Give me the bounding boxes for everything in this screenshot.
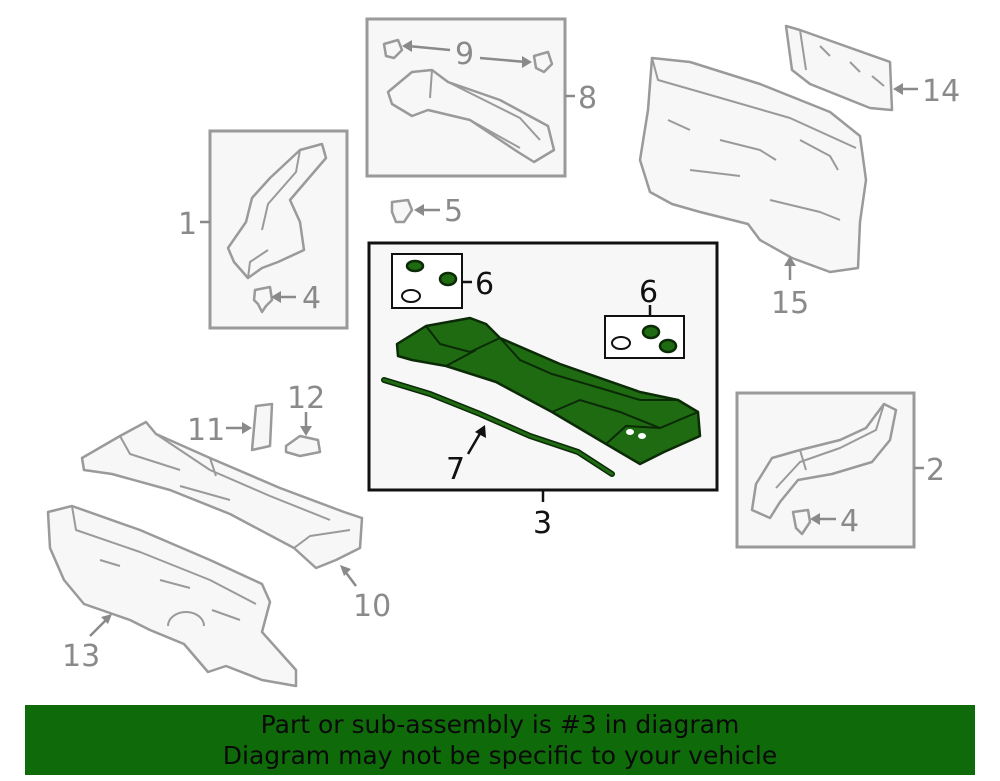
- part-3-group[interactable]: 6 6 7 3: [367, 241, 719, 541]
- callout-10: 10: [353, 589, 391, 624]
- callout-6-left: 6: [475, 267, 494, 302]
- part-15-detail: [651, 57, 857, 221]
- leader-15-arrow: [784, 256, 796, 266]
- callout-15: 15: [771, 286, 809, 321]
- leader-10-arrow: [340, 565, 351, 576]
- part-12-shape: [284, 434, 322, 458]
- part-6-grommet-4: [658, 338, 678, 354]
- callout-4-right: 4: [840, 504, 859, 539]
- callout-1: 1: [178, 207, 197, 242]
- leader-11-arrow: [242, 422, 252, 434]
- callout-3: 3: [533, 506, 552, 541]
- part-11-shape: [250, 402, 274, 452]
- leader-9b: [479, 56, 527, 64]
- part-8-detail: [429, 69, 541, 149]
- callout-9: 9: [455, 37, 474, 72]
- callout-12: 12: [287, 381, 325, 416]
- part-2-detail: [775, 403, 885, 489]
- part-5-clip: [390, 198, 414, 224]
- leader-13-arrow: [101, 614, 112, 624]
- callout-13: 13: [62, 639, 100, 674]
- part-10-shape: [80, 420, 364, 570]
- part-1-shape: [226, 142, 328, 280]
- notice-banner: Part or sub-assembly is #3 in diagram Di…: [25, 705, 975, 775]
- part-6-grommet-2: [438, 271, 458, 287]
- part-2-group[interactable]: 4 2: [735, 391, 945, 549]
- part-1-group[interactable]: 4 1: [178, 129, 349, 330]
- part-9-clip-left: [382, 38, 404, 60]
- part-5-group[interactable]: 5: [390, 194, 463, 229]
- leader-5-arrow: [414, 204, 424, 216]
- part-14-shape: [784, 24, 894, 112]
- leader-14-arrow: [893, 83, 903, 95]
- part-6-grommet-1: [405, 259, 425, 273]
- callout-14: 14: [922, 74, 960, 109]
- part-13-group[interactable]: 13: [46, 504, 298, 688]
- part-6-ring-2: [611, 336, 631, 350]
- diagram-canvas: 4 1 9 8 5 14 15: [46, 17, 960, 688]
- part-3-panel-detail: [425, 325, 699, 445]
- leader-4b-arrow: [810, 513, 820, 525]
- part-1-detail: [247, 149, 301, 279]
- part-14-detail: [799, 29, 885, 87]
- part-11-12-group[interactable]: 11 12: [187, 381, 325, 458]
- part-10-group[interactable]: 10: [80, 420, 391, 624]
- leader-9b-arrow: [522, 56, 532, 68]
- part-8-group[interactable]: 9 8: [365, 17, 597, 178]
- part-4-clip-right: [791, 508, 812, 536]
- part-3-hole-2: [638, 433, 646, 439]
- part-9-clip-right: [532, 50, 554, 74]
- leader-4a-arrow: [271, 291, 281, 303]
- leader-7-arrow: [475, 425, 486, 438]
- part-3-hole-1: [626, 429, 634, 435]
- part-15-group[interactable]: 15: [638, 56, 868, 321]
- callout-4-left: 4: [302, 281, 321, 316]
- leader-12-arrow: [300, 426, 312, 436]
- banner-line-1: Part or sub-assembly is #3 in diagram: [260, 710, 740, 739]
- leader-9a: [407, 44, 451, 52]
- callout-5: 5: [444, 194, 463, 229]
- part-6-ring-1: [401, 289, 421, 303]
- part-13-shape: [46, 504, 298, 688]
- callout-8: 8: [578, 81, 597, 116]
- part-14-group[interactable]: 14: [784, 24, 960, 112]
- part-15-shape: [638, 56, 868, 274]
- part-6-grommet-3: [641, 324, 661, 340]
- part-13-detail: [71, 505, 257, 627]
- callout-6-right: 6: [639, 275, 658, 310]
- part-4-clip-left: [252, 285, 274, 314]
- callout-2: 2: [926, 453, 945, 488]
- banner-line-2: Diagram may not be specific to your vehi…: [222, 741, 778, 770]
- leader-9a-arrow: [402, 40, 412, 52]
- part-2-shape: [750, 402, 898, 520]
- part-10-detail: [119, 433, 351, 549]
- callout-7: 7: [446, 452, 465, 487]
- callout-11: 11: [187, 413, 225, 448]
- part-7-seal: [382, 378, 614, 476]
